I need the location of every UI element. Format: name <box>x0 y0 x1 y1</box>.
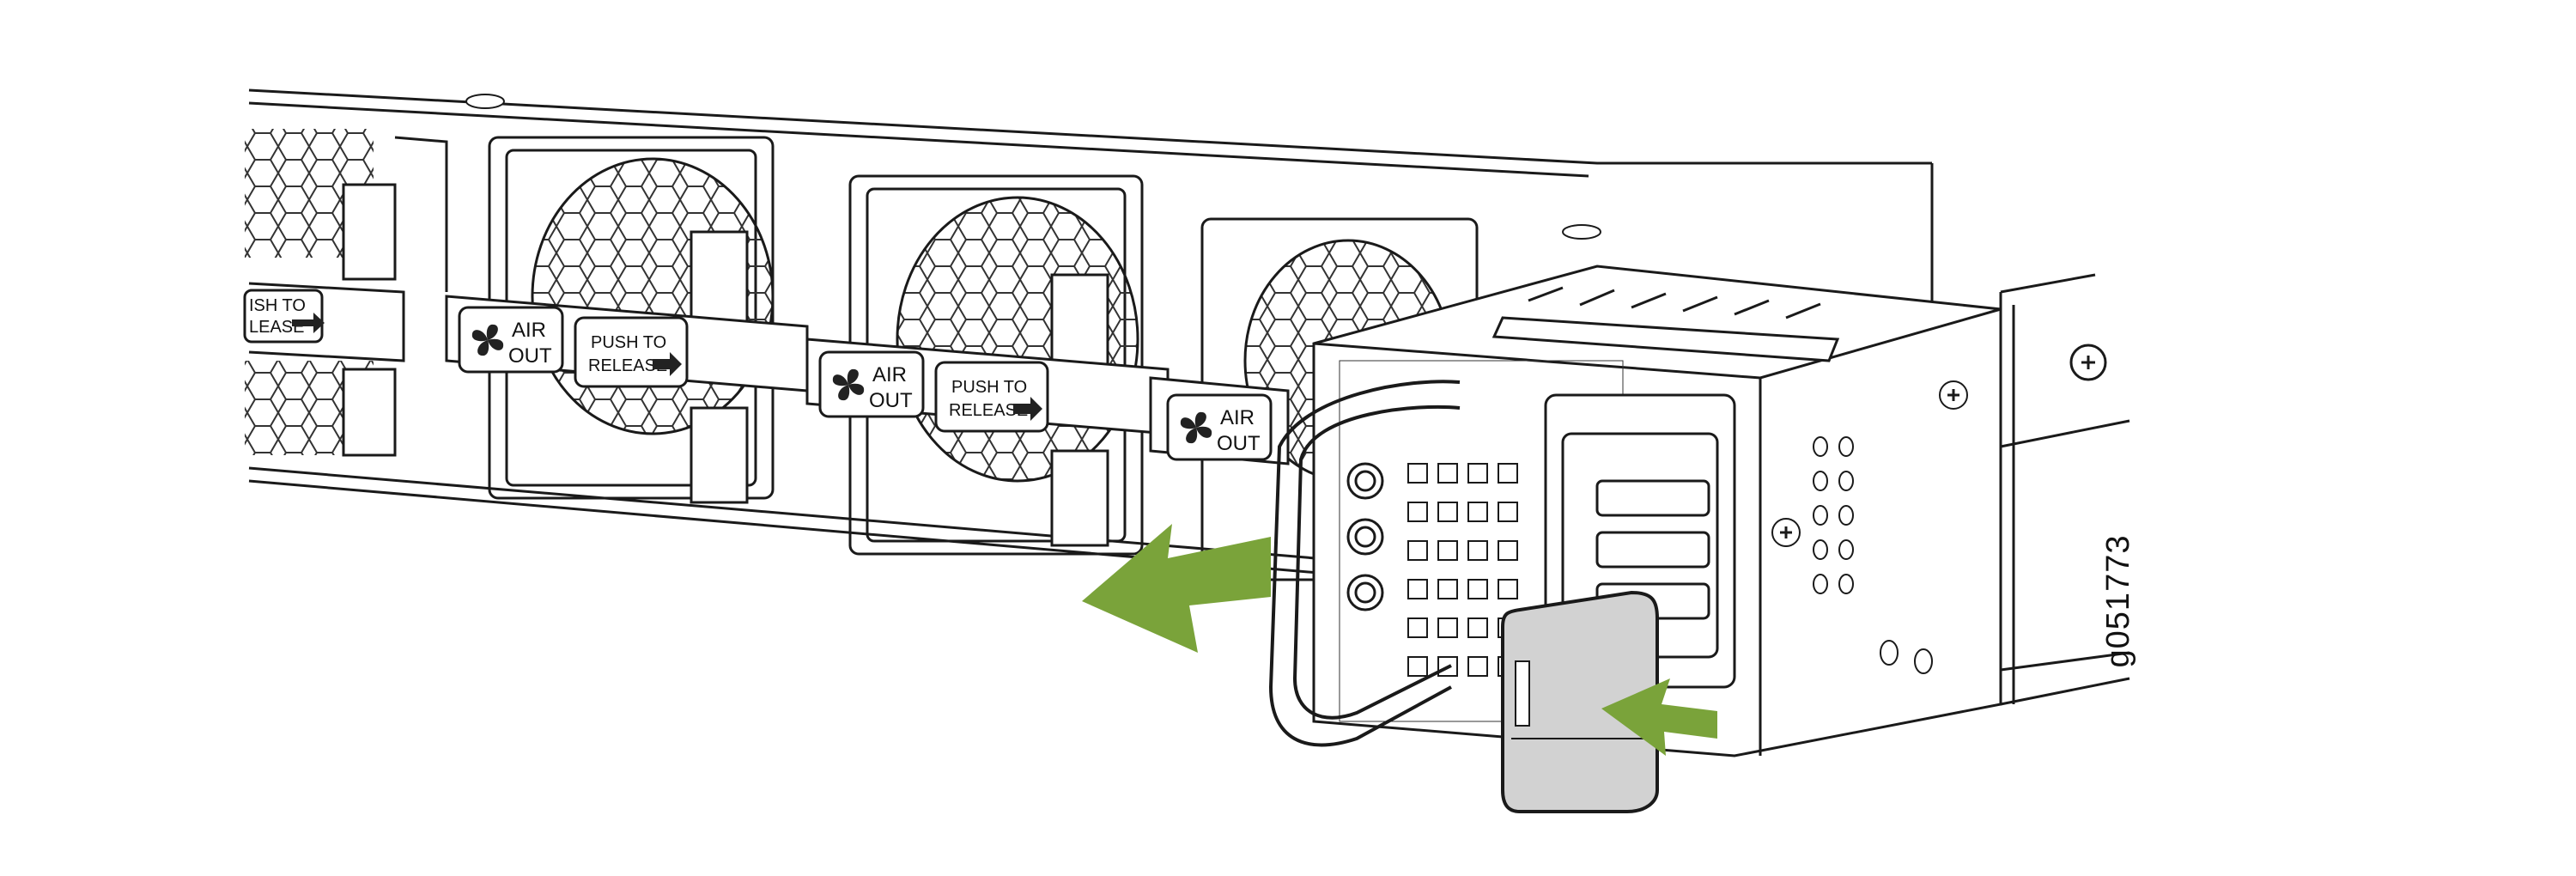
fan-module-1 <box>243 129 448 457</box>
psu-side-panel <box>1771 380 1968 674</box>
push-to-label: PUSH TO <box>951 378 1027 397</box>
out-label: OUT <box>869 389 913 412</box>
figure-id-label: g051773 <box>2100 534 2136 668</box>
pull-arrow-icon <box>1082 524 1271 653</box>
push-to-release-label-2: PUSH TO RELEASE <box>574 316 689 388</box>
psu-handle[interactable] <box>1268 380 1461 747</box>
arrow-right-icon <box>292 313 325 333</box>
arrow-right-icon <box>653 352 682 376</box>
air-out-label-4: AIR OUT <box>1166 393 1273 461</box>
air-out-label-2: AIR OUT <box>458 306 564 374</box>
air-label: AIR <box>872 363 907 386</box>
psu-indicator-leds <box>1346 462 1384 611</box>
release-label: RELEASE <box>949 401 1028 420</box>
out-label: OUT <box>1217 432 1261 455</box>
air-label: AIR <box>1220 406 1255 429</box>
psu-release-latch[interactable] <box>1501 590 1659 813</box>
release-label: RELEASE <box>588 356 667 375</box>
partial-push-to-label: ISH TO <box>249 296 306 315</box>
arrow-right-icon <box>1013 397 1042 421</box>
push-to-release-label-3: PUSH TO RELEASE <box>934 361 1049 433</box>
out-label: OUT <box>508 344 552 368</box>
ground-symbol-icon <box>2069 344 2107 381</box>
air-out-label-3: AIR OUT <box>818 350 925 418</box>
air-label: AIR <box>512 319 546 342</box>
psu-vent-grid <box>1407 463 1518 677</box>
push-to-label: PUSH TO <box>591 333 666 352</box>
push-arrow-icon <box>1601 678 1717 756</box>
partial-release-label: LEASE <box>249 318 304 337</box>
